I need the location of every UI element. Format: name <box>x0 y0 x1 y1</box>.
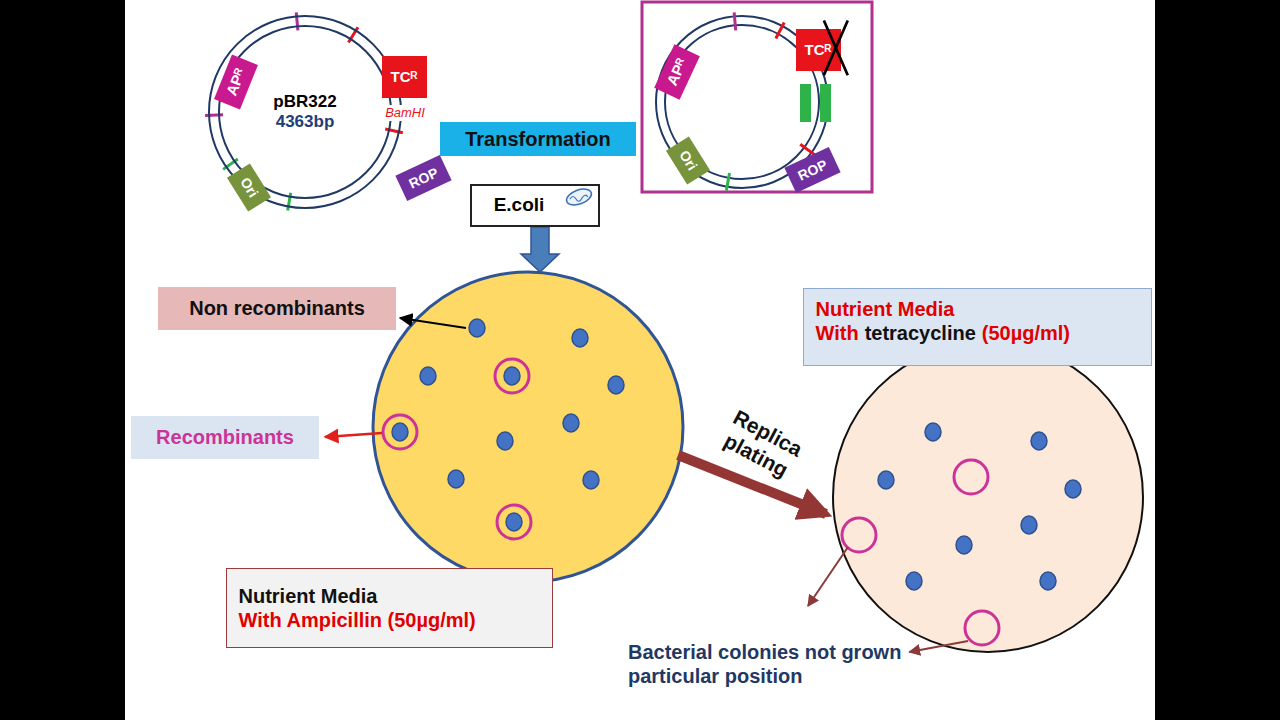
side-bar <box>0 0 125 720</box>
box-label: Nutrient Media <box>239 584 378 608</box>
restriction-site <box>296 12 298 30</box>
gene-box: APᴿ <box>654 44 700 99</box>
box-text: With Ampicillin (50µg/ml) <box>239 608 476 632</box>
medium-box: Nutrient MediaWith tetracycline (50µg/ml) <box>803 288 1152 366</box>
colony <box>420 367 436 385</box>
box-label: E.coli <box>494 194 545 217</box>
box-label: ROP <box>795 156 830 184</box>
gene-box: TCᴿ <box>382 56 427 98</box>
colony <box>392 423 408 441</box>
colony <box>956 536 972 554</box>
colony <box>925 423 941 441</box>
box-text: tetracycline <box>865 322 976 344</box>
colony <box>1021 516 1037 534</box>
gene-box: Ori <box>227 163 271 211</box>
gene-box: ROP <box>395 155 451 201</box>
restriction-site <box>734 12 736 30</box>
colony <box>906 572 922 590</box>
colony <box>563 414 579 432</box>
restriction-site <box>205 113 223 117</box>
gene-box: APᴿ <box>214 55 258 110</box>
colony <box>469 319 485 337</box>
organism-box: E.coli <box>470 184 600 227</box>
colony-marker <box>497 505 531 539</box>
colony <box>504 367 520 385</box>
colony <box>572 329 588 347</box>
box-label: APᴿ <box>663 56 691 89</box>
box-label: Recombinants <box>156 425 294 449</box>
colony <box>878 471 894 489</box>
colony <box>1031 432 1047 450</box>
box-text: With <box>816 322 859 344</box>
box-label: APᴿ <box>222 66 249 98</box>
plasmid-map: pBR3224363bpAPᴿTCᴿOriROP <box>207 14 403 210</box>
leader-arrow <box>400 318 466 328</box>
callout-box: Non recombinants <box>158 287 396 330</box>
tetracycline-plate <box>833 342 1143 652</box>
colony-marker <box>383 415 417 449</box>
box-label: Transformation <box>465 127 611 151</box>
colony-marker <box>965 611 999 645</box>
box-label: pBR322 <box>273 92 336 112</box>
side-bar <box>1155 0 1280 720</box>
gene-box: ROP <box>784 147 840 193</box>
bacterium-icon <box>570 195 588 201</box>
site-label: BamHI <box>383 105 427 121</box>
box-label: Ori <box>676 147 701 173</box>
colony <box>497 432 513 450</box>
insert-dna <box>820 84 831 122</box>
insert-dna <box>800 84 811 122</box>
colony <box>1040 572 1056 590</box>
box-label: Nutrient Media <box>816 297 1143 321</box>
gene-box: Ori <box>666 136 710 184</box>
box-label: Ori <box>237 174 262 200</box>
colony <box>583 471 599 489</box>
process-label: Transformation <box>440 122 636 156</box>
restriction-site <box>726 173 729 191</box>
box-text: (50µg/ml) <box>982 322 1070 344</box>
callout-box: Recombinants <box>131 416 319 459</box>
inactivated-gene-box: TCᴿ <box>796 29 841 71</box>
medium-box: Nutrient MediaWith Ampicillin (50µg/ml) <box>226 568 553 648</box>
colony <box>506 513 522 531</box>
box-label: TCᴿ <box>391 68 418 86</box>
note-label: Bacterial colonies not grown particular … <box>628 640 973 688</box>
box-label: TCᴿ <box>805 41 832 59</box>
restriction-site <box>776 23 784 39</box>
leader-arrow <box>909 641 968 652</box>
box-text: 4363bp <box>276 112 335 132</box>
box-label: Non recombinants <box>189 296 365 320</box>
bacterium-icon <box>564 186 593 208</box>
colony <box>1065 480 1081 498</box>
leader-arrow <box>808 547 848 606</box>
leader-arrow <box>325 433 382 437</box>
bacterium-icon <box>564 186 593 208</box>
box-label: ROP <box>406 164 441 192</box>
colony <box>608 376 624 394</box>
colony-marker <box>954 460 988 494</box>
colony-marker <box>495 359 529 393</box>
flow-arrow <box>521 227 559 272</box>
recombinant-frame <box>642 2 872 192</box>
ampicillin-plate <box>373 272 683 582</box>
colony <box>448 470 464 488</box>
